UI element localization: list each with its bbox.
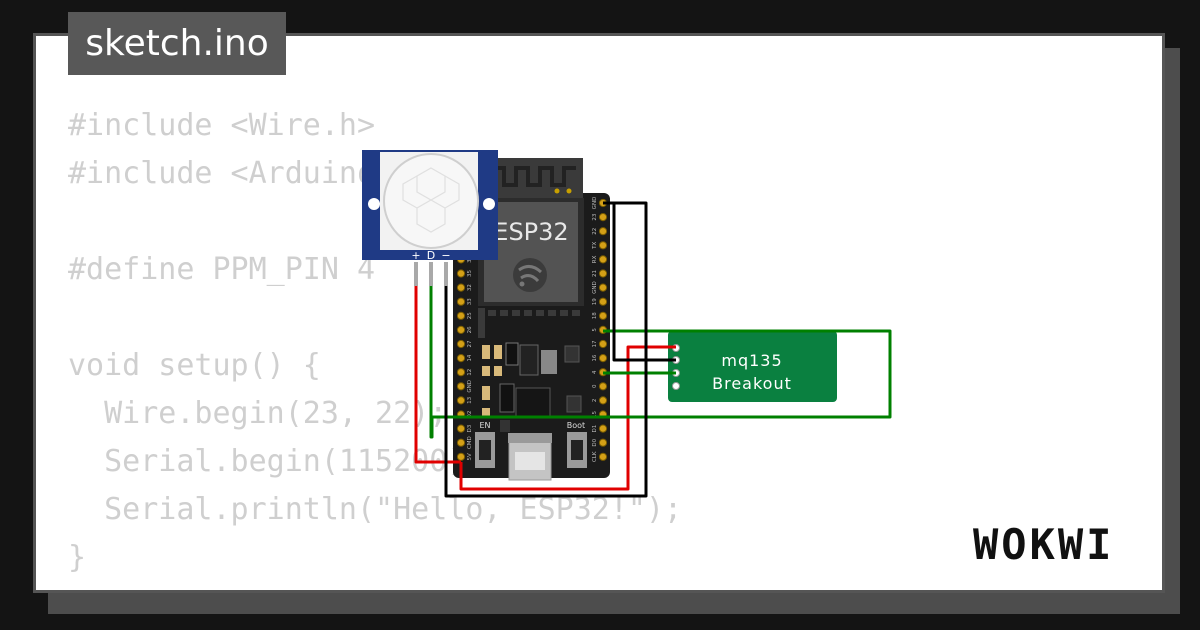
- en-button[interactable]: [475, 432, 495, 468]
- pin-label: 5: [592, 328, 598, 332]
- code-line: }: [68, 540, 87, 575]
- wire-green: [429, 286, 892, 439]
- pin-label: GND: [467, 380, 473, 393]
- code-line: Wire.begin(23, 22);: [68, 396, 448, 431]
- wire-black: [444, 201, 648, 498]
- pin-32[interactable]: [456, 283, 466, 292]
- wires: [414, 201, 892, 498]
- code-line: #define PPM_PIN 4: [68, 252, 376, 287]
- pin-5v[interactable]: [456, 452, 466, 461]
- pin-label: 25: [467, 312, 473, 319]
- pin-label: CLK: [592, 451, 598, 462]
- pin-14[interactable]: [456, 354, 466, 363]
- pin-17[interactable]: [598, 339, 608, 349]
- pin-25[interactable]: [456, 311, 466, 320]
- code-snippet: #include <Wire.h>#include <Arduino.h>#de…: [68, 102, 682, 582]
- pin-22[interactable]: [598, 227, 608, 236]
- pin-label: 0: [592, 384, 598, 388]
- pin-rx[interactable]: [598, 255, 608, 264]
- mq135-title: mq135: [721, 351, 782, 370]
- wokwi-logo-mark: WOKWI: [973, 520, 1114, 569]
- pin-label: 15: [592, 411, 598, 418]
- pin-23[interactable]: [598, 213, 608, 222]
- pin-d3[interactable]: [456, 424, 466, 433]
- boot-button[interactable]: [567, 432, 587, 468]
- pin-0[interactable]: [598, 382, 608, 391]
- board-components: [482, 342, 582, 432]
- en-button-label: EN: [479, 421, 490, 430]
- pin-label: RX: [592, 255, 598, 263]
- pin-label: CMD: [467, 436, 473, 449]
- pir-dome-icon: [383, 153, 479, 249]
- pin-18[interactable]: [598, 311, 608, 320]
- pin-d1[interactable]: [598, 424, 608, 433]
- pin-label: D2: [467, 411, 473, 419]
- usb-port[interactable]: [508, 433, 552, 481]
- pin-label: D1: [592, 425, 598, 433]
- mq135-breakout[interactable]: mq135 Breakout: [668, 331, 837, 402]
- pin-16[interactable]: [598, 354, 608, 363]
- pin-35[interactable]: [456, 269, 466, 278]
- espressif-logo-icon: [513, 258, 547, 292]
- pin-gnd[interactable]: [598, 283, 608, 292]
- pin-27[interactable]: [456, 339, 466, 349]
- pir-pin-minus: −: [441, 249, 450, 262]
- wokwi-logo[interactable]: WOKWI: [973, 520, 1148, 574]
- pin-13[interactable]: [456, 396, 466, 405]
- code-line: Serial.println("Hello, ESP32!");: [68, 492, 683, 527]
- pin-label: 22: [592, 228, 598, 235]
- pin-label: 4: [592, 370, 598, 374]
- pin-label: 18: [592, 312, 598, 319]
- pin-gnd[interactable]: [456, 382, 466, 391]
- pir-sensor[interactable]: + D −: [362, 150, 498, 286]
- code-line: void setup() {: [68, 348, 321, 383]
- pin-label: 27: [467, 340, 473, 347]
- pin-clk[interactable]: [598, 452, 608, 461]
- pin-label: 32: [467, 284, 473, 291]
- boot-button-label: Boot: [567, 421, 585, 430]
- code-line: #include <Wire.h>: [68, 108, 376, 143]
- pin-label: 14: [467, 354, 473, 361]
- esp32-board[interactable]: ESP32: [453, 158, 610, 481]
- pin-label: TX: [592, 242, 598, 250]
- pir-pin-data: D: [427, 249, 435, 262]
- pin-label: 21: [592, 270, 598, 277]
- pin-2[interactable]: [598, 396, 608, 405]
- pin-label: 16: [592, 354, 598, 361]
- pin-label: 33: [467, 298, 473, 305]
- brand-name: WOKWI: [973, 521, 1114, 569]
- pin-label: 13: [467, 396, 473, 403]
- file-tab[interactable]: sketch.ino: [68, 12, 286, 75]
- pin-26[interactable]: [456, 325, 466, 334]
- pin-tx[interactable]: [598, 241, 608, 250]
- pir-pin-plus: +: [411, 249, 420, 262]
- pin-label: 23: [592, 213, 598, 220]
- pin-label: D3: [467, 424, 473, 432]
- pin-label: 5V: [467, 453, 473, 460]
- chip-label: ESP32: [493, 218, 568, 246]
- pin-label: 35: [467, 270, 473, 277]
- pin-label: 19: [592, 298, 598, 305]
- pin-19[interactable]: [598, 297, 608, 306]
- pin-label: GND: [592, 197, 598, 210]
- pin-label: 17: [592, 340, 598, 347]
- pin-cmd[interactable]: [456, 438, 466, 447]
- pin-label: 26: [467, 326, 473, 333]
- pin-21[interactable]: [598, 269, 608, 278]
- pin-label: D0: [592, 438, 598, 446]
- mq135-subtitle: Breakout: [712, 374, 792, 393]
- pin-12[interactable]: [456, 368, 466, 377]
- pin-label: GND: [592, 281, 598, 294]
- pin-33[interactable]: [456, 297, 466, 306]
- wire-black: [603, 201, 676, 362]
- pin-label: 2: [592, 399, 598, 403]
- wire-red: [459, 345, 676, 491]
- pin-d0[interactable]: [598, 438, 608, 447]
- pin-label: 12: [467, 369, 473, 376]
